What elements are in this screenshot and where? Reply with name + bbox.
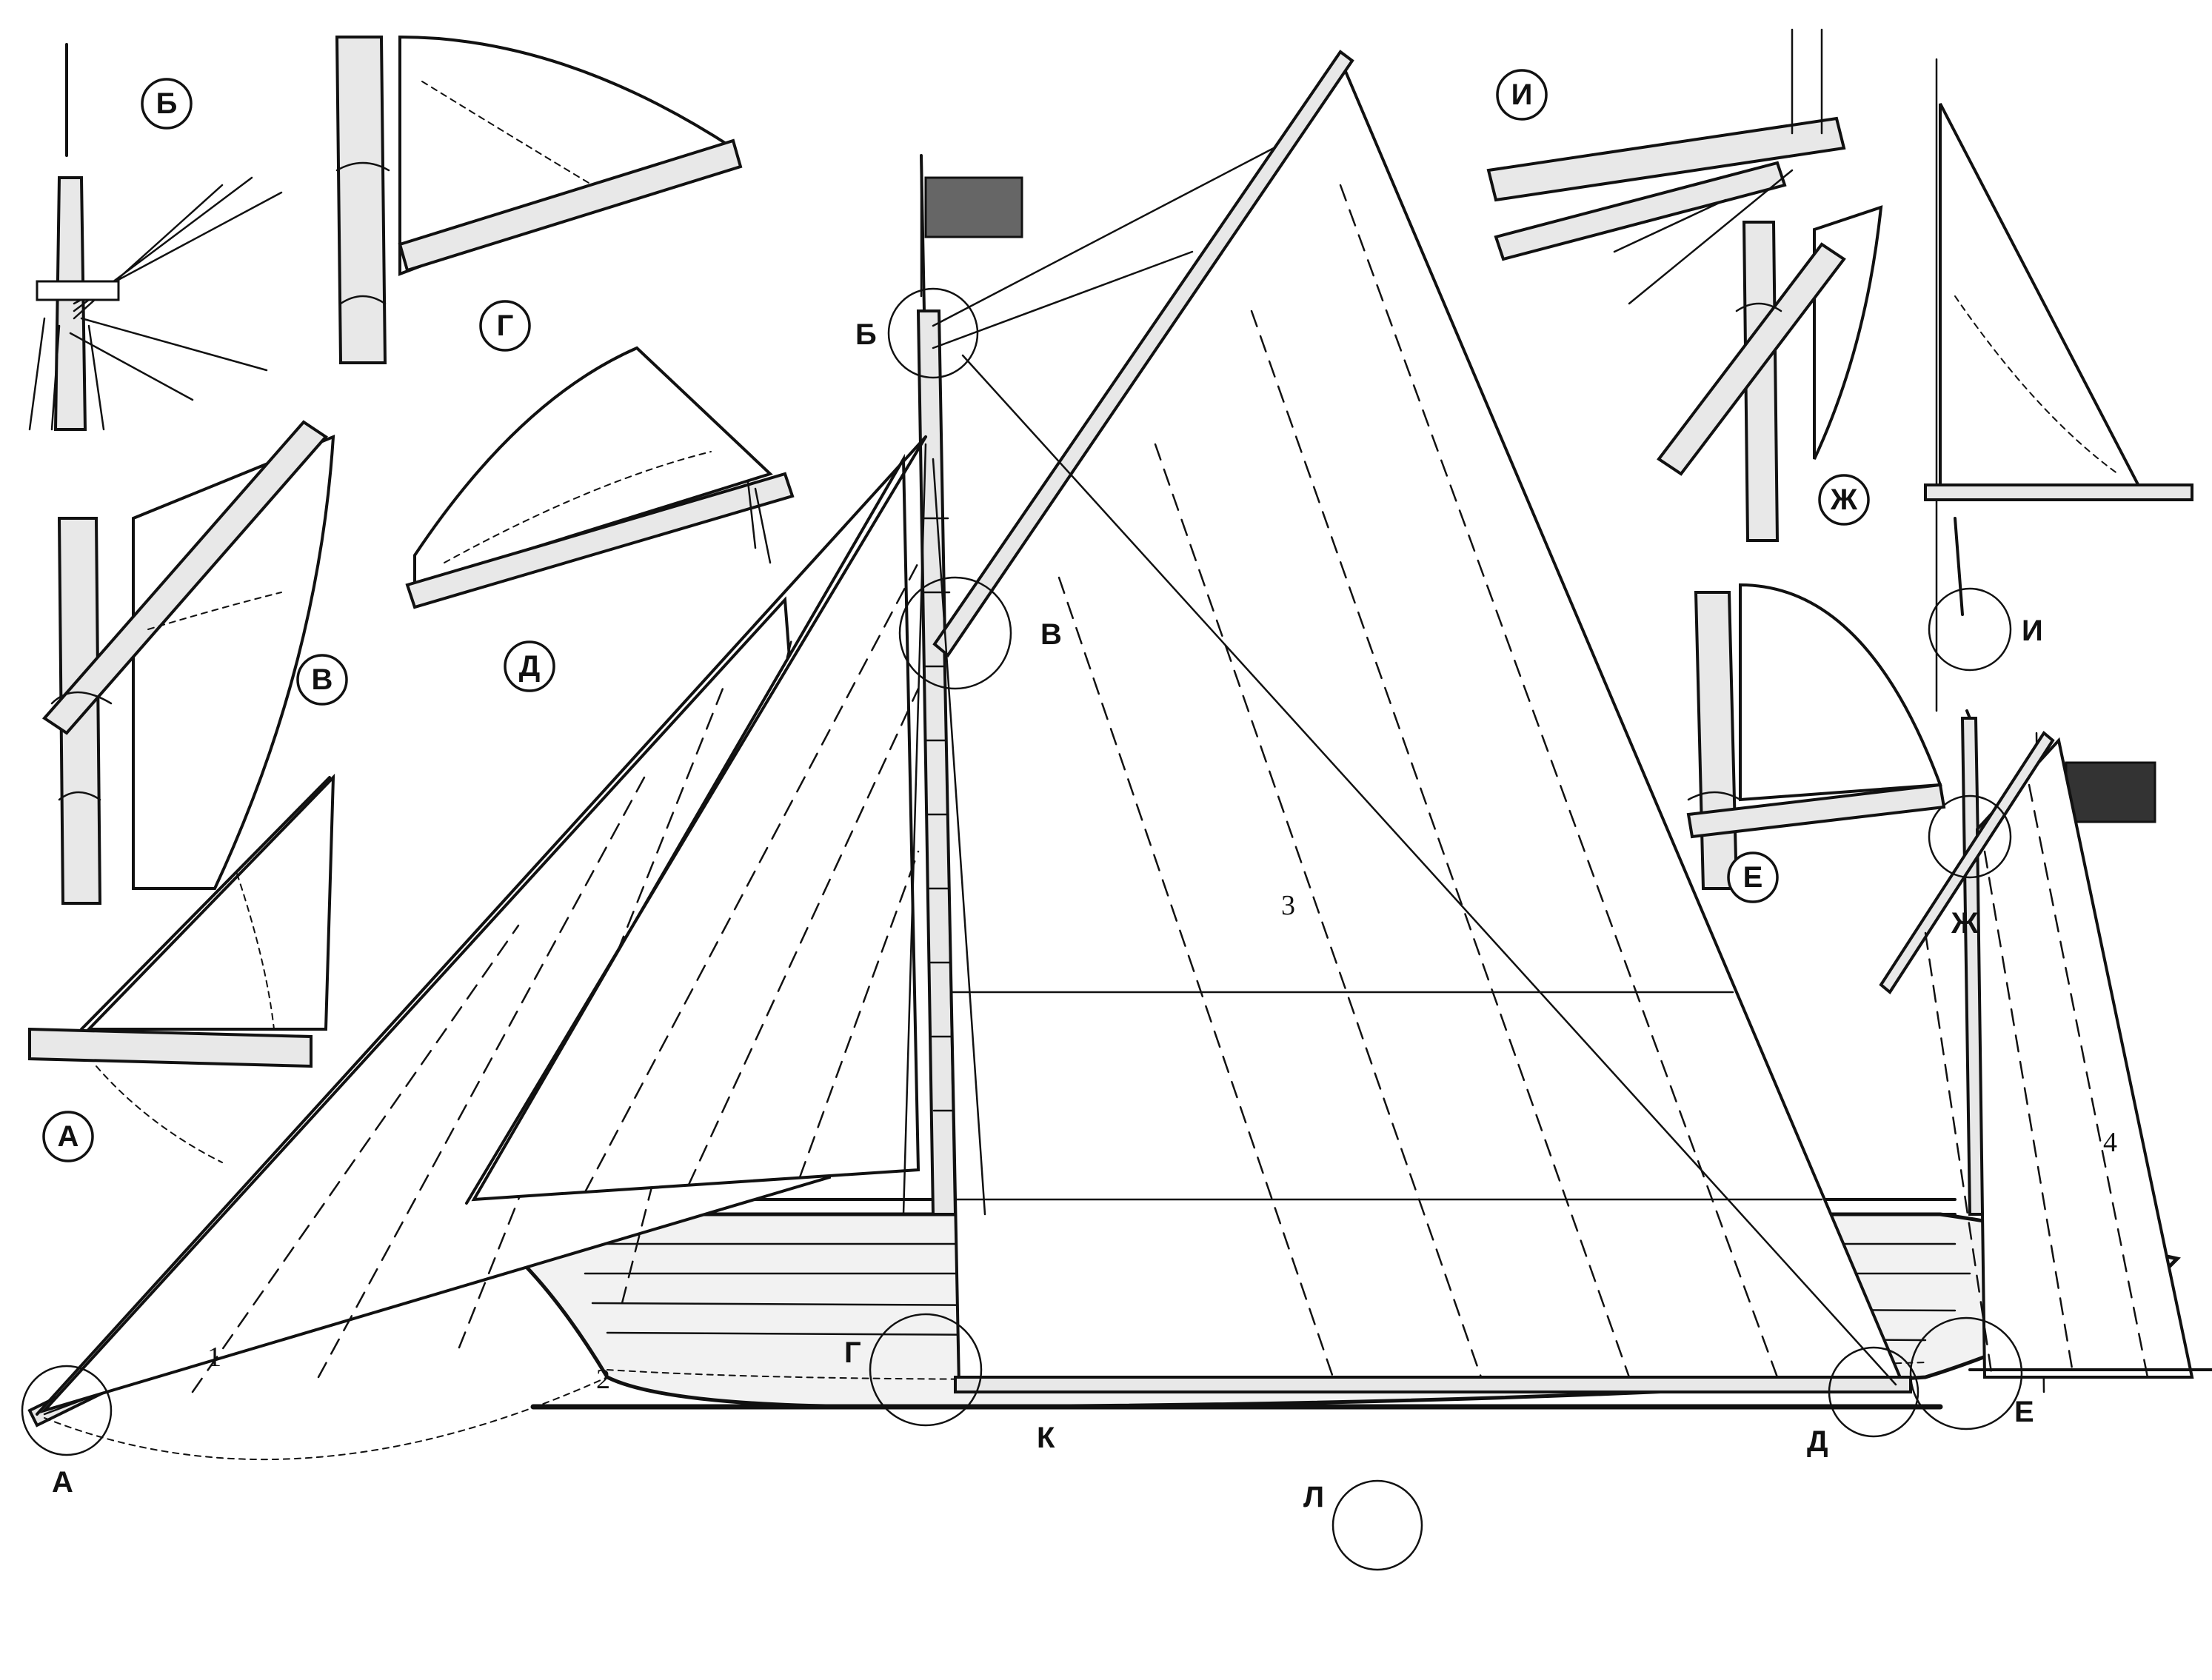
- detail-B-masthead: Б: [28, 43, 283, 431]
- waterline-shading: [607, 1362, 1926, 1380]
- jib-stay: [36, 435, 927, 1416]
- forestay: [465, 435, 927, 1205]
- main-gaff: [932, 50, 1354, 657]
- badge-E: Е: [1743, 861, 1763, 894]
- detail-I-right-panel: И: [1924, 58, 2193, 712]
- mast-hoops: [920, 517, 961, 1112]
- main-flag: [924, 176, 1023, 238]
- badge-I: И: [1511, 78, 1533, 111]
- label-A: А: [52, 1466, 73, 1499]
- label-L: Л: [1303, 1481, 1324, 1513]
- sail-number-2: 2: [596, 1364, 610, 1395]
- sail-numbers: 1 2 3 4: [207, 890, 2117, 1395]
- label-I: И: [2022, 615, 2043, 647]
- bobstay: [44, 1376, 608, 1461]
- sail-number-4: 4: [2103, 1127, 2117, 1158]
- badge-V: В: [312, 663, 333, 696]
- badge-B: Б: [156, 87, 178, 120]
- detail-E-mizzen-boom: Е: [1686, 583, 1946, 903]
- detail-ZH-mizzen-jaws: Ж: [1657, 205, 1883, 542]
- detail-I-halyard-blocks: И: [1486, 28, 1846, 305]
- forestaysail-seams: [584, 561, 920, 1194]
- peak-halyard: [932, 147, 1275, 349]
- badge-D: Д: [519, 650, 541, 683]
- badge-G: Г: [497, 309, 514, 342]
- label-G: Г: [844, 1336, 861, 1369]
- main-callouts: А Б В Г К Л Д Ж Е: [21, 287, 2034, 1571]
- sail-number-3: 3: [1281, 890, 1295, 921]
- mizzen-ensign: [2065, 761, 2156, 823]
- detail-V-gaff-saddle: В: [41, 420, 348, 905]
- topsail-sheet: [961, 354, 1897, 1386]
- mainsail-seams: [1057, 184, 1779, 1379]
- mizzen-topmast: [1965, 709, 1971, 720]
- detail-A-bowsprit-tip: А: [28, 773, 335, 1163]
- label-D: Д: [1807, 1425, 1828, 1458]
- mizzen-gaff: [1879, 731, 2055, 994]
- label-K: К: [1037, 1422, 1055, 1454]
- sail-number-1: 1: [207, 1342, 221, 1373]
- label-ZH: Ж: [1951, 907, 1979, 940]
- sail-forestaysail: [471, 453, 920, 1202]
- badge-ZH: Ж: [1830, 483, 1858, 516]
- label-E: Е: [2014, 1396, 2034, 1428]
- main-boom: [954, 1376, 1912, 1393]
- label-B: Б: [855, 318, 877, 351]
- main-shrouds: [902, 443, 986, 1216]
- mizzen-seams: [1924, 783, 2149, 1379]
- badge-A: А: [58, 1120, 79, 1153]
- detail-D-boom-end: Д: [405, 346, 795, 692]
- label-V: В: [1040, 618, 1062, 651]
- detail-G-gaff-jaws: Г: [335, 35, 743, 364]
- vessel: [27, 50, 2212, 1461]
